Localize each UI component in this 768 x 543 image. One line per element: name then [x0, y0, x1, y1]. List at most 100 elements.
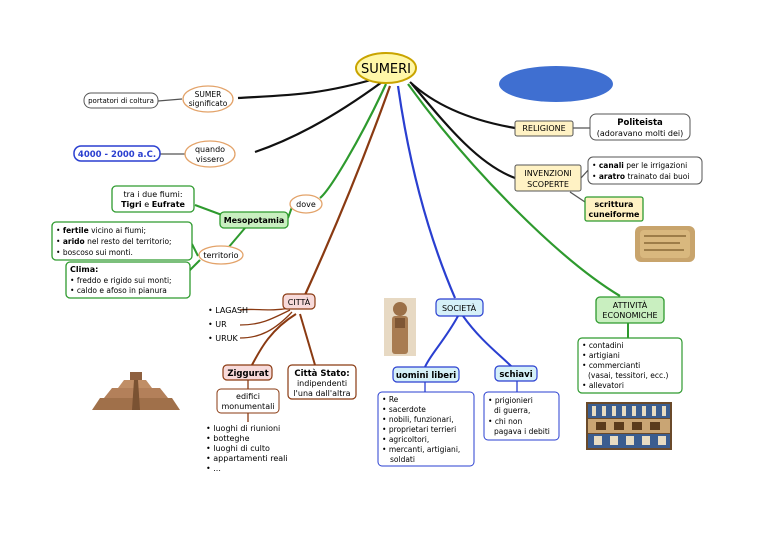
ziggurat-use: • appartamenti reali: [206, 454, 288, 463]
free-item: • mercanti, artigiani,: [382, 445, 460, 454]
economy-list: • contadini • artigiani • commercianti (…: [582, 341, 668, 390]
climate-box[interactable]: [65, 261, 191, 299]
connector-root-economy: [407, 83, 621, 297]
sumer-meaning-node[interactable]: [182, 85, 234, 113]
connector-society-slaves: [462, 315, 513, 368]
free-item: • agricoltori,: [382, 435, 429, 444]
connector-where-region: [287, 206, 293, 219]
inventions-box[interactable]: [514, 164, 582, 192]
economy-list-box[interactable]: [577, 337, 683, 394]
mesopotamia-box[interactable]: [219, 211, 289, 229]
rivers-box[interactable]: [111, 185, 195, 213]
sumer-definition: portatori di coltura: [88, 97, 154, 105]
territory-item: • boscoso sui monti.: [56, 248, 133, 257]
religion-detail-box[interactable]: [589, 113, 691, 141]
city-name: • UR: [208, 320, 227, 329]
climate-item: • freddo e rigido sui monti;: [70, 276, 172, 285]
blue-oval-shape: [499, 66, 613, 102]
ziggurat-use: • luoghi di riunioni: [206, 424, 280, 433]
connector-region-rivers: [194, 204, 223, 216]
slave-item: pagava i debiti: [494, 427, 550, 436]
slave-item: di guerra,: [494, 406, 530, 415]
ziggurat-desc-box[interactable]: [216, 388, 280, 414]
free-men-box[interactable]: [392, 366, 460, 383]
territory-item: • fertile vicino ai fiumi;: [56, 226, 146, 235]
writing-box[interactable]: [584, 196, 644, 222]
invention-item: • canali per le irrigazioni: [592, 161, 687, 170]
free-men-label: uomini liberi: [396, 371, 456, 381]
city-names: • LAGASH • UR • URUK: [208, 306, 248, 343]
territory-item: • arido nel resto del territorio;: [56, 237, 172, 246]
territory-node[interactable]: [198, 245, 244, 265]
when-label-2: vissero: [196, 155, 224, 164]
economy-item: • contadini: [582, 341, 624, 350]
economy-label: ATTIVITÀ: [613, 299, 648, 310]
economy-item: • commercianti: [582, 361, 640, 370]
sumer-label: SUMER: [195, 90, 222, 99]
cities-box[interactable]: [282, 293, 316, 310]
inventions-label: INVENZIONI: [524, 169, 571, 178]
climate-title: Clima:: [70, 265, 98, 274]
inventions-label-2: SCOPERTE: [527, 180, 569, 189]
slaves-label: schiavi: [499, 370, 532, 380]
inventions-list-box[interactable]: [587, 156, 703, 185]
root-label: SUMERI: [361, 62, 411, 77]
connector-root-society: [396, 85, 457, 299]
mesopotamia-label: Mesopotamia: [224, 216, 285, 225]
date-box[interactable]: [73, 145, 161, 162]
slaves-list: • prigionieri di guerra, • chi non pagav…: [488, 396, 550, 436]
climate-item: • caldo e afoso in pianura: [70, 286, 167, 295]
economy-item: (vasai, tessitori, ecc.): [588, 371, 668, 380]
connector-region-territory: [227, 227, 246, 249]
connector-root-inventions: [411, 83, 516, 180]
economy-box[interactable]: [595, 296, 665, 324]
rivers-line2: Tigri e Eufrate: [121, 200, 185, 209]
religion-title: Politeista: [617, 118, 663, 128]
free-item: • sacerdote: [382, 405, 426, 414]
ziggurat-desc: edifici: [236, 392, 260, 401]
ziggurat-use: • botteghe: [206, 434, 250, 443]
ziggurat-desc-2: monumentali: [221, 402, 274, 411]
religion-box[interactable]: [514, 120, 574, 137]
writing-label-2: cuneiforme: [589, 210, 641, 219]
when-node[interactable]: [184, 140, 236, 168]
slave-item: • chi non: [488, 417, 522, 426]
territory-box[interactable]: [51, 221, 193, 261]
sumerian-frieze-image: [586, 402, 672, 450]
inventions-list: • canali per le irrigazioni • aratro tra…: [592, 161, 689, 181]
economy-item: • artigiani: [582, 351, 620, 360]
climate-list: Clima: • freddo e rigido sui monti; • ca…: [70, 265, 172, 295]
society-box[interactable]: [435, 298, 484, 317]
free-item: • nobili, funzionari,: [382, 415, 454, 424]
cuneiform-tablet-image: [635, 226, 695, 262]
ziggurat-box[interactable]: [222, 364, 273, 381]
free-item: • Re: [382, 395, 399, 404]
connector-root-cities: [303, 85, 392, 296]
connector-root-sumer: [237, 76, 379, 100]
connector-root-where: [319, 83, 387, 199]
slaves-box[interactable]: [494, 365, 538, 382]
where-node[interactable]: [289, 194, 323, 214]
slaves-list-box[interactable]: [483, 391, 560, 441]
free-men-list-box[interactable]: [377, 391, 475, 467]
connector-territory-list: [191, 243, 199, 257]
religion-detail: (adoravano molti dei): [597, 129, 684, 138]
connector-root-when: [254, 81, 383, 154]
city-state-box[interactable]: [287, 364, 357, 400]
connector-root-religion: [409, 81, 516, 130]
city-state-title: Città Stato:: [294, 369, 349, 379]
free-men-list: • Re • sacerdote • nobili, funzionari, •…: [382, 395, 460, 464]
free-item: • proprietari terrieri: [382, 425, 456, 434]
ziggurat-image: [92, 372, 180, 410]
ziggurat-use: • ...: [206, 464, 221, 473]
religion-label: RELIGIONE: [522, 124, 565, 133]
sumer-label-2: significato: [189, 99, 228, 108]
root-node[interactable]: [355, 52, 417, 84]
sumerian-statue-image: [384, 298, 416, 356]
city-state-line1: indipendenti: [297, 379, 347, 388]
date-label: 4000 - 2000 a.C.: [78, 150, 156, 160]
writing-label: scrittura: [595, 200, 634, 209]
sumer-definition-box[interactable]: [83, 92, 159, 109]
connector-sumer-definition: [157, 98, 183, 102]
